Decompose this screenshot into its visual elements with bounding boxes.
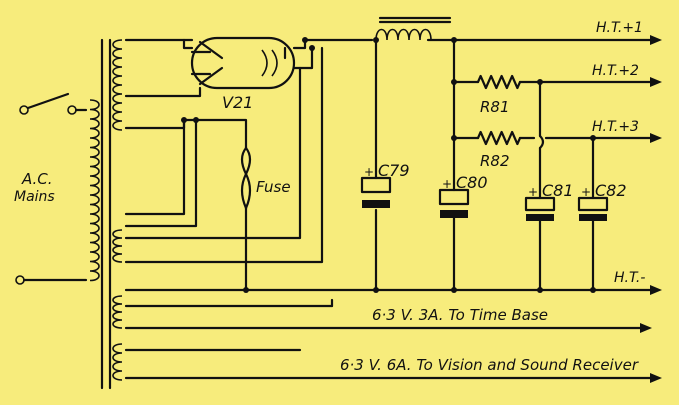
junction-dots [181,37,596,293]
r82-label: R82 [480,152,510,170]
fuse [240,146,252,210]
c82-plus: + [581,185,591,199]
fuse-label: Fuse [256,178,291,196]
valve-label: V21 [222,93,253,112]
capacitor-c82 [577,196,609,221]
rect-heater-coil [112,229,123,263]
c82-label: C82 [595,181,627,200]
r81-zigzag [476,74,522,90]
capacitor-c80 [438,188,470,218]
transformer-core [100,38,112,390]
mains-switch [15,92,88,285]
c80-plus: + [442,177,452,191]
ht1-label: H.T.+1 [596,20,643,36]
c81-plus: + [528,185,538,199]
htminus-label: H.T.- [614,270,645,286]
capacitor-c79 [360,176,392,208]
time-base-label: 6·3 V. 3A. To Time Base [372,306,548,324]
time-base-heater-coil [112,295,123,329]
c80-label: C80 [456,173,488,192]
wiring [124,35,662,383]
secondary-windings [112,39,123,381]
r82-zigzag [476,130,522,146]
smoothing-choke [375,16,454,41]
rectifier-valve-v21 [190,36,296,90]
ac-label: A.C. [21,170,53,188]
capacitor-c81 [524,196,556,221]
resistor-r81 [476,74,522,90]
ht3-label: H.T.+3 [592,119,639,135]
ht2-label: H.T.+2 [592,63,639,79]
receiver-heater-coil [112,343,123,381]
primary-coil [89,99,100,282]
c81-label: C81 [542,181,574,200]
c79-plus: + [364,165,374,179]
resistor-r82 [476,130,522,146]
r81-label: R81 [480,98,510,116]
primary-winding [89,99,100,282]
c79-label: C79 [378,161,410,180]
hv-secondary-coil [112,39,123,131]
choke-coil [375,28,454,41]
receiver-label: 6·3 V. 6A. To Vision and Sound Receiver [340,356,639,374]
mains-label: Mains [14,189,55,205]
